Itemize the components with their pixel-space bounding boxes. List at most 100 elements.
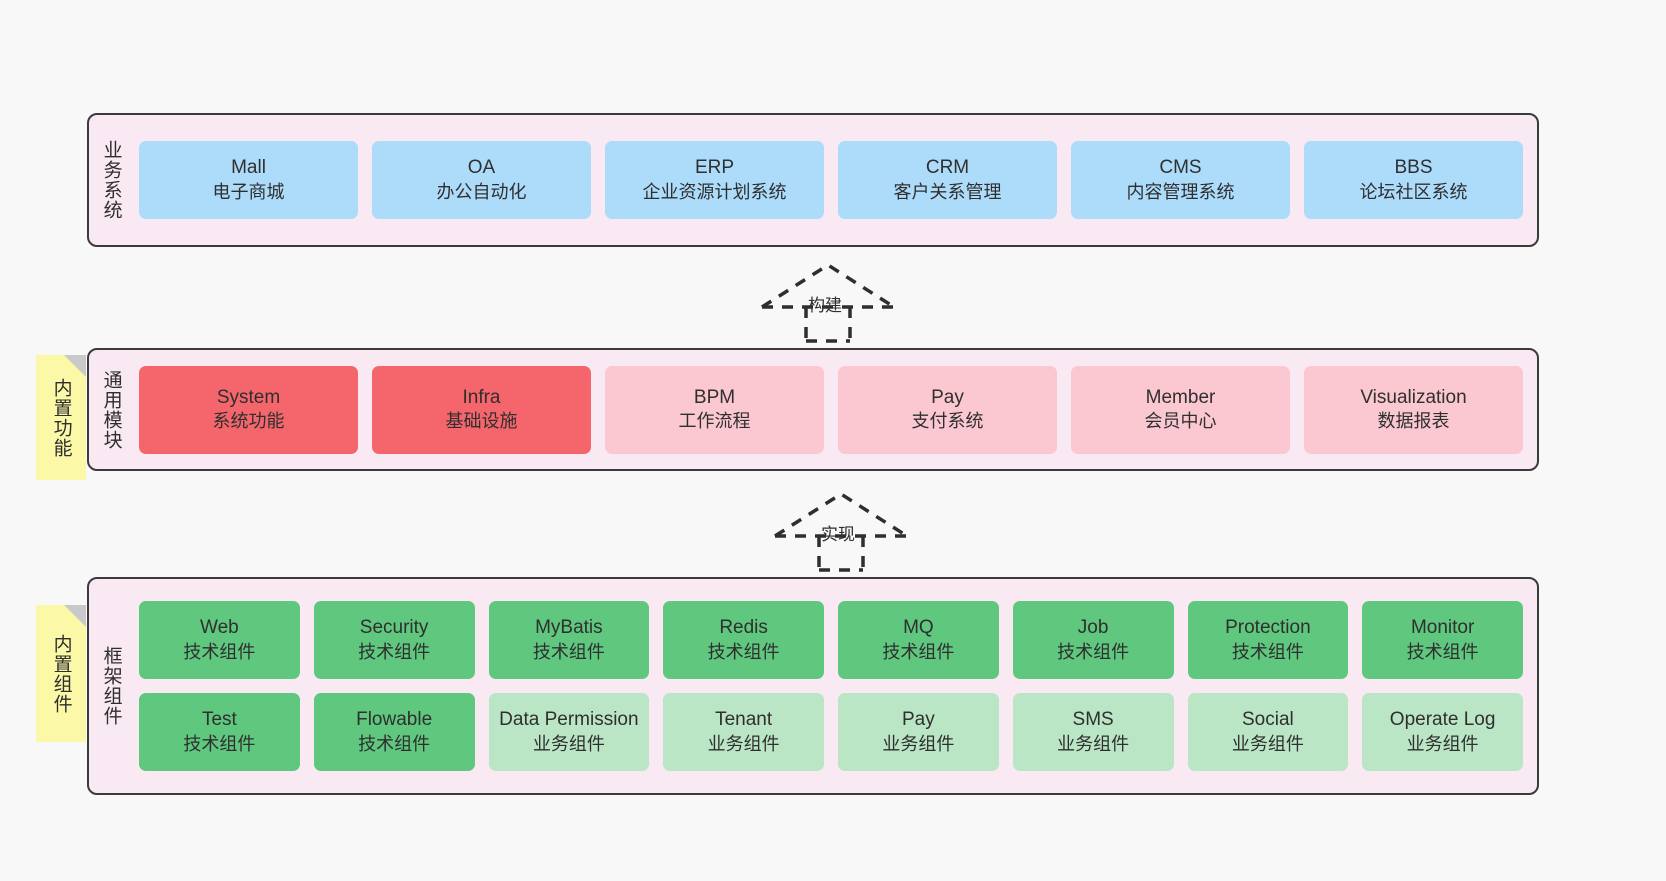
card-title: BPM <box>693 386 736 408</box>
card-title: Pay <box>902 709 935 731</box>
build-arrow-shaft <box>804 307 852 343</box>
card-subtitle: 技术组件 <box>707 641 780 662</box>
module-card-infra[interactable]: Infra 基础设施 <box>372 365 591 454</box>
card-title: Data Permission <box>499 709 639 731</box>
card-title: Infra <box>462 386 501 408</box>
card-subtitle: 支付系统 <box>911 411 984 432</box>
card-title: Social <box>1242 709 1294 731</box>
card-title: CMS <box>1159 157 1202 179</box>
build-arrowhead-icon <box>761 262 895 309</box>
card-title: Security <box>359 617 429 639</box>
connector-implement-arrow: 实现 <box>771 490 911 572</box>
card-subtitle: 基础设施 <box>445 411 518 432</box>
card-subtitle: 业务组件 <box>1231 733 1304 754</box>
module-card-member[interactable]: Member 会员中心 <box>1071 365 1290 454</box>
note-builtin-components-label: 内置组件 <box>50 633 72 714</box>
card-subtitle: 技术组件 <box>1406 641 1479 662</box>
card-title: Redis <box>719 617 768 639</box>
note-builtin-features: 内置功能 <box>36 355 86 480</box>
card-subtitle: 办公自动化 <box>436 181 527 202</box>
card-subtitle: 技术组件 <box>358 641 431 662</box>
card-subtitle: 内容管理系统 <box>1126 181 1235 202</box>
card-subtitle: 技术组件 <box>1231 641 1304 662</box>
card-title: Tenant <box>715 709 773 731</box>
card-subtitle: 技术组件 <box>532 641 605 662</box>
card-subtitle: 业务组件 <box>1406 733 1479 754</box>
implement-arrow-shaft <box>817 536 865 572</box>
card-subtitle: 论坛社区系统 <box>1359 181 1468 202</box>
module-card-visualization[interactable]: Visualization 数据报表 <box>1304 365 1523 454</box>
card-subtitle: 客户关系管理 <box>893 181 1002 202</box>
card-title: Protection <box>1225 617 1311 639</box>
card-title: MyBatis <box>535 617 603 639</box>
card-title: OA <box>467 157 496 179</box>
card-title: MQ <box>903 617 934 639</box>
note-builtin-features-label: 内置功能 <box>50 377 72 458</box>
card-subtitle: 企业资源计划系统 <box>642 181 787 202</box>
card-subtitle: 技术组件 <box>183 733 256 754</box>
card-subtitle: 业务组件 <box>882 733 955 754</box>
card-subtitle: 数据报表 <box>1377 411 1450 432</box>
card-title: Web <box>200 617 239 639</box>
connector-build-label: 构建 <box>808 296 842 315</box>
card-title: ERP <box>694 157 735 179</box>
card-title: Operate Log <box>1389 709 1496 731</box>
card-title: BBS <box>1394 157 1433 179</box>
connector-implement-label: 实现 <box>821 525 855 544</box>
module-card-bpm[interactable]: BPM 工作流程 <box>605 365 824 454</box>
card-title: Test <box>201 709 237 731</box>
note-builtin-components: 内置组件 <box>36 605 86 742</box>
framework-layer-title: 框架组件 <box>100 646 122 726</box>
card-subtitle: 技术组件 <box>183 641 256 662</box>
card-title: Member <box>1145 386 1216 408</box>
card-subtitle: 会员中心 <box>1144 411 1217 432</box>
card-subtitle: 技术组件 <box>1057 641 1130 662</box>
implement-arrowhead-icon <box>774 491 908 538</box>
note-fold-corner-icon <box>64 355 86 377</box>
card-subtitle: 技术组件 <box>882 641 955 662</box>
card-subtitle: 系统功能 <box>212 411 285 432</box>
card-subtitle: 工作流程 <box>678 411 751 432</box>
note-fold-corner-icon <box>64 605 86 627</box>
card-title: Pay <box>931 386 964 408</box>
card-title: Flowable <box>356 709 433 731</box>
card-subtitle: 业务组件 <box>532 733 605 754</box>
connector-build-arrow: 构建 <box>758 261 898 343</box>
card-title: Visualization <box>1360 386 1467 408</box>
card-title: Job <box>1077 617 1109 639</box>
module-card-pay[interactable]: Pay 支付系统 <box>838 365 1057 454</box>
card-subtitle: 业务组件 <box>1057 733 1130 754</box>
card-title: Monitor <box>1410 617 1475 639</box>
